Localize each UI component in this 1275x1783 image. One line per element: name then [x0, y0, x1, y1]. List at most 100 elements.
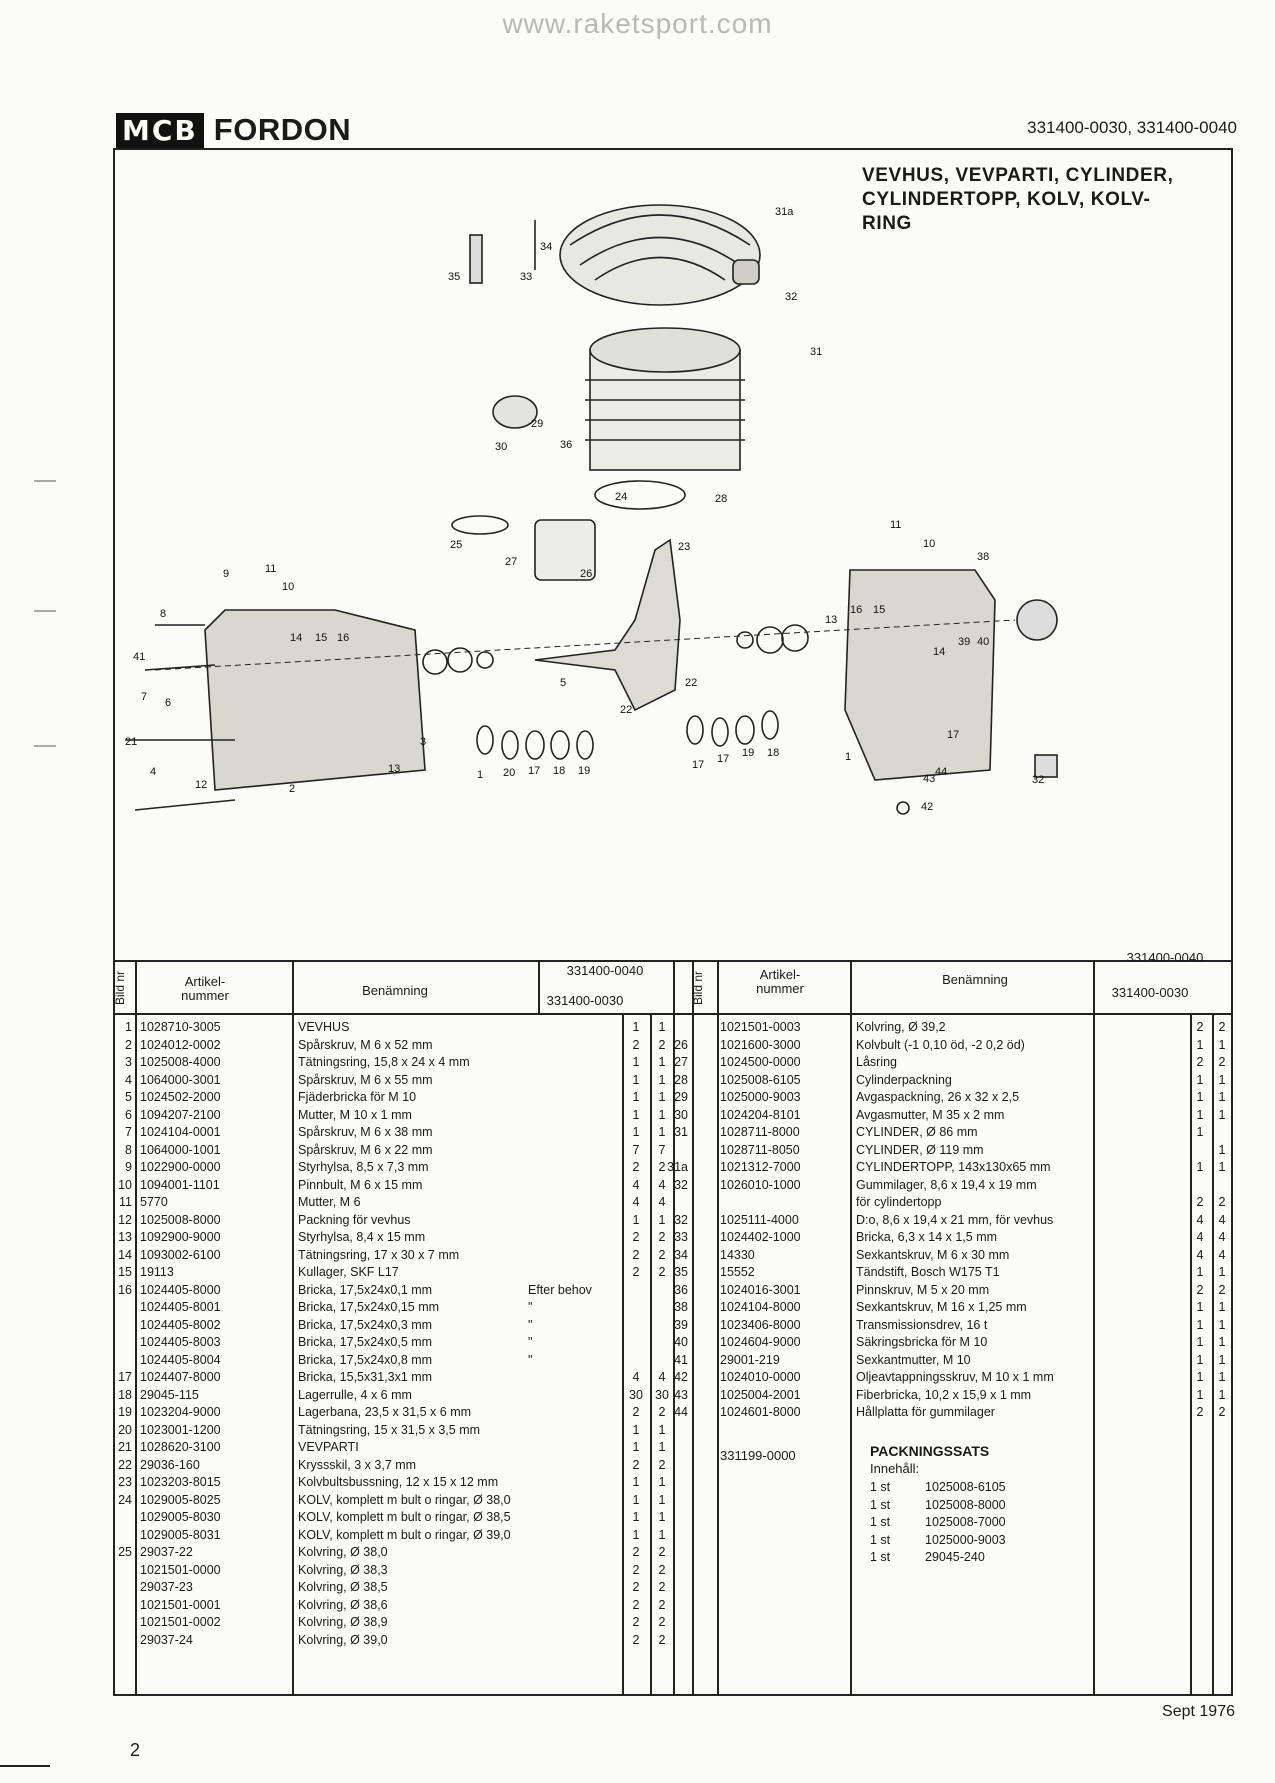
article-number: 1025008-6105 [720, 1072, 801, 1087]
rule [850, 960, 852, 1696]
transmission-gear [1016, 599, 1058, 641]
crankcase-left [204, 609, 426, 791]
callout-label: 29 [531, 418, 543, 430]
kit-article: 331199-0000 [720, 1448, 796, 1463]
bild-nr: 35 [674, 1265, 688, 1279]
callout-label: 1 [845, 751, 851, 763]
callout-label: 21 [125, 736, 137, 748]
qty-0030: 2 [658, 1562, 666, 1577]
qty-0030: 1 [1218, 1352, 1226, 1367]
qty-0040: 4 [1196, 1247, 1204, 1262]
callout-label: 11 [890, 519, 901, 531]
bild-nr: 28 [674, 1072, 688, 1087]
qty-0030: 2 [658, 1230, 666, 1244]
bild-nr: 11 [119, 1195, 132, 1209]
qty-0030: 1 [1218, 1090, 1226, 1104]
rule [1093, 960, 1095, 1696]
description: Avgasmutter, M 35 x 2 mm [856, 1107, 1005, 1122]
description: Låsring [856, 1055, 897, 1069]
bild-nr: 2 [125, 1037, 132, 1052]
qty-0040: 2 [632, 1632, 640, 1647]
callout-label: 13 [388, 763, 400, 775]
callout-label: 40 [977, 636, 989, 648]
kit-article-number: 29045-240 [925, 1550, 985, 1564]
callout-label: 31a [775, 206, 794, 218]
qty-0030: 1 [1218, 1160, 1226, 1174]
callout-label: 17 [528, 765, 540, 777]
description: Kolvring, Ø 38,0 [298, 1545, 388, 1559]
description: Kolvring, Ø 38,6 [298, 1597, 388, 1612]
qty-0040: 4 [1196, 1212, 1204, 1227]
description: Spårskruv, M 6 x 22 mm [298, 1142, 433, 1157]
article-number: 1092900-9000 [140, 1230, 221, 1244]
article-number: 1023001-1200 [140, 1422, 221, 1437]
description: Spårskruv, M 6 x 38 mm [298, 1125, 433, 1139]
binder-hole-mark [34, 480, 56, 482]
article-number: 19113 [140, 1265, 174, 1279]
description: Bricka, 15,5x31,3x1 mm [298, 1370, 433, 1384]
callout-label: 44 [935, 766, 947, 778]
article-number: 1024010-0000 [720, 1370, 801, 1384]
qty-0030: 1 [658, 1510, 666, 1524]
article-number: 15552 [720, 1265, 755, 1279]
article-number: 1094207-2100 [140, 1107, 221, 1122]
page-number: 2 [130, 1740, 141, 1760]
bild-nr: 26 [674, 1037, 688, 1052]
callout-label: 24 [615, 491, 627, 503]
description: Oljeavtappningsskruv, M 10 x 1 mm [856, 1370, 1054, 1384]
qty-0040: 1 [1196, 1317, 1204, 1332]
callout-label: 1 [477, 769, 483, 781]
note: " [528, 1300, 533, 1314]
footer-date: Sept 1976 [1162, 1703, 1235, 1720]
bild-nr: 10 [118, 1177, 132, 1192]
callout-label: 18 [553, 765, 565, 777]
callout-label: 15 [873, 604, 885, 616]
description: Avgaspackning, 26 x 32 x 2,5 [856, 1090, 1020, 1104]
qty-0030: 1 [658, 1055, 666, 1069]
kit-qty: 1 st [870, 1515, 891, 1529]
qty-0030: 2 [658, 1247, 666, 1262]
qty-0040: 1 [1196, 1265, 1204, 1279]
article-number: 1023406-8000 [720, 1317, 801, 1332]
qty-0030: 1 [658, 1492, 666, 1507]
bild-nr: 39 [674, 1317, 688, 1332]
description: Tätningsring, 17 x 30 x 7 mm [298, 1247, 460, 1262]
callout-label: 32 [1032, 774, 1044, 786]
qty-0030: 4 [1218, 1212, 1226, 1227]
description: Bricka, 17,5x24x0,15 mm [298, 1300, 440, 1314]
description: Kolvbultsbussning, 12 x 15 x 12 mm [298, 1475, 499, 1489]
watermark: www.raketsport.com [502, 8, 773, 39]
qty-0030: 1 [1218, 1142, 1226, 1157]
callout-label: 6 [165, 697, 171, 709]
description: CYLINDER, Ø 119 mm [856, 1142, 984, 1157]
bild-nr: 13 [118, 1230, 132, 1244]
kit-article-number: 1025000-9003 [925, 1532, 1006, 1547]
qty-0040: 4 [632, 1370, 640, 1384]
article-number: 1024405-8001 [140, 1300, 221, 1314]
article-number: 1024405-8004 [140, 1352, 221, 1367]
article-number: 1025111-4000 [720, 1212, 799, 1227]
kit-article-number: 1025008-8000 [925, 1497, 1006, 1512]
callout-label: 33 [520, 271, 532, 283]
article-number: 29001-219 [720, 1352, 780, 1367]
callout-label: 34 [540, 241, 552, 253]
qty-0040: 1 [1196, 1107, 1204, 1122]
qty-0040: 2 [632, 1580, 640, 1594]
description: Packning för vevhus [298, 1212, 411, 1227]
rule [1212, 1013, 1214, 1696]
crankshaft [534, 538, 681, 712]
qty-0030: 2 [1218, 1020, 1226, 1034]
qty-0040: 1 [1196, 1300, 1204, 1314]
